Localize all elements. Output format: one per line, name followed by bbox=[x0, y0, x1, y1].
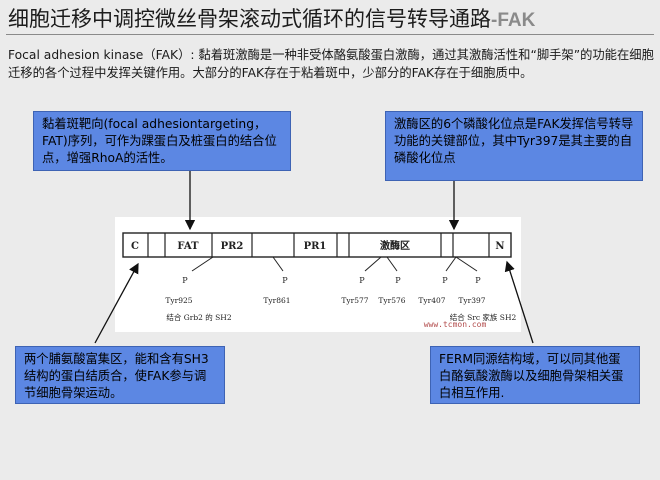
protein-bar bbox=[122, 232, 512, 258]
site-tyr576: Tyr576 bbox=[378, 296, 405, 305]
segment-kinase: 激酶区 bbox=[380, 239, 410, 252]
phospho-marker: P bbox=[442, 276, 448, 285]
phospho-marker: P bbox=[359, 276, 365, 285]
site-tyr577: Tyr577 bbox=[341, 296, 368, 305]
segment-pr2: PR2 bbox=[221, 241, 244, 252]
page-title: 细胞迁移中调控微丝骨架滚动式循环的信号转导通路-FAK bbox=[8, 6, 653, 34]
phospho-marker: P bbox=[282, 276, 288, 285]
note-grb2-sh2: 结合 Grb2 的 SH2 bbox=[166, 312, 231, 322]
phospho-marker: P bbox=[395, 276, 401, 285]
phospho-marker: P bbox=[182, 276, 188, 285]
phospho-marker: P bbox=[475, 276, 481, 285]
fak-domain-figure: C FAT PR2 PR1 激酶区 N P P P P P P Tyr925 T… bbox=[115, 217, 521, 332]
segment-n-terminus: N bbox=[495, 241, 504, 252]
watermark: www.tcmon.com bbox=[424, 320, 487, 329]
title-main: 细胞迁移中调控微丝骨架滚动式循环的信号转导通路 bbox=[8, 7, 491, 31]
site-tyr861: Tyr861 bbox=[263, 296, 290, 305]
title-suffix: -FAK bbox=[491, 10, 536, 31]
title-divider bbox=[6, 34, 654, 35]
callout-fat-sequence: 黏着斑靶向(focal adhesiontargeting，FAT)序列，可作为… bbox=[33, 111, 291, 171]
callout-ferm-domain: FERM同源结构域，可以同其他蛋白酪氨酸激酶以及细胞骨架相关蛋白相互作用. bbox=[430, 346, 640, 404]
segment-c-terminus: C bbox=[131, 241, 139, 252]
callout-kinase-domain: 激酶区的6个磷酸化位点是FAK发挥信号转导功能的关键部位，其中Tyr397是其主… bbox=[385, 111, 643, 181]
callout-proline-rich: 两个脯氨酸富集区，能和含有SH3结构的蛋白结质合，使FAK参与调节细胞骨架运动。 bbox=[15, 346, 225, 404]
site-tyr407: Tyr407 bbox=[418, 296, 445, 305]
segment-fat: FAT bbox=[177, 241, 199, 252]
intro-paragraph: Focal adhesion kinase（FAK）: 黏着斑激酶是一种非受体酪… bbox=[8, 48, 654, 80]
note-src-sh2: 结合 Src 家族 SH2 bbox=[450, 312, 517, 322]
site-tyr397: Tyr397 bbox=[458, 296, 485, 305]
site-tyr925: Tyr925 bbox=[165, 296, 192, 305]
segment-pr1: PR1 bbox=[304, 241, 327, 252]
